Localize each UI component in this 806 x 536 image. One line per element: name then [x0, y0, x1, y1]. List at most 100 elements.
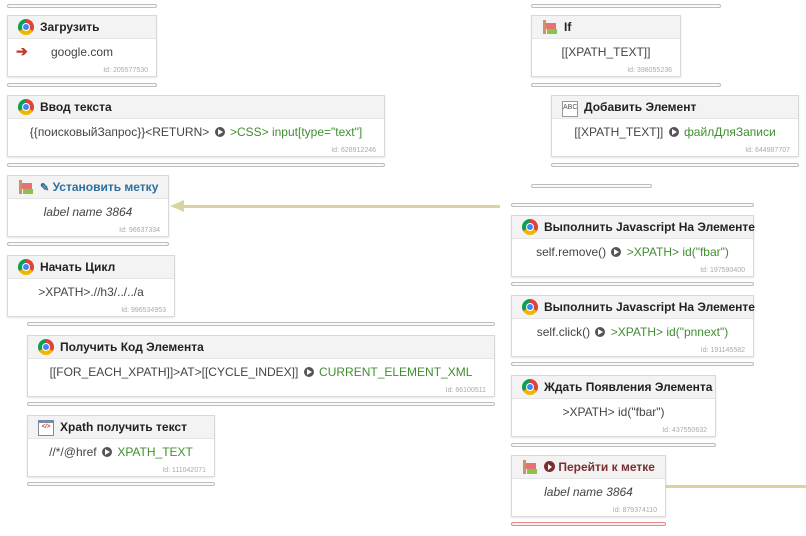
separator-bar — [531, 184, 652, 188]
block-title: Установить метку — [52, 180, 159, 194]
separator-bar — [7, 163, 385, 167]
block-target: >XPATH> id("fbar") — [626, 245, 729, 259]
block-xpathtext[interactable]: </> Xpath получить текст //*/@href XPATH… — [27, 415, 215, 477]
block-setlabel[interactable]: ✎ Установить метку label name 3864 Id: 9… — [7, 175, 169, 237]
goto-connector-line — [666, 485, 806, 488]
block-value: //*/@href — [49, 445, 97, 459]
block-content: [[XPATH_TEXT]] файлДляЗаписи — [552, 125, 798, 139]
block-value: [[XPATH_TEXT]] — [574, 125, 664, 139]
block-add-element[interactable]: ABC Добавить Элемент [[XPATH_TEXT]] файл… — [551, 95, 799, 157]
separator-bar — [531, 83, 721, 87]
block-id: Id: 66100511 — [445, 387, 486, 394]
block-content: //*/@href XPATH_TEXT — [28, 445, 214, 459]
block-title: Начать Цикл — [40, 260, 116, 274]
block-id: Id: 644987707 — [745, 147, 790, 154]
block-url: google.com — [50, 45, 114, 59]
separator-bar — [7, 4, 157, 8]
code-icon: </> — [38, 420, 54, 436]
chrome-icon — [522, 379, 538, 395]
block-content: self.click() >XPATH> id("pnnext") — [512, 325, 753, 339]
block-target: файлДляЗаписи — [683, 125, 776, 139]
chrome-icon — [522, 299, 538, 315]
separator-bar — [511, 362, 754, 366]
abc-icon: ABC — [562, 101, 578, 117]
arrow-circle-icon — [611, 247, 622, 257]
arrow-circle-icon — [595, 327, 606, 337]
block-title: Получить Код Элемента — [60, 340, 204, 354]
block-title: If — [564, 20, 572, 34]
separator-bar — [27, 322, 495, 326]
block-title: Ждать Появления Элемента — [544, 380, 713, 394]
block-goto[interactable]: Перейти к метке label name 3864 Id: 8793… — [511, 455, 666, 517]
block-xpath: >XPATH>.//h3/../../a — [38, 285, 144, 299]
block-content: self.remove() >XPATH> id("fbar") — [512, 245, 753, 259]
block-value: self.click() — [536, 325, 591, 339]
block-target: >CSS> input[type="text"] — [229, 125, 363, 139]
block-value: {{поисковыйЗапрос}}<RETURN> — [29, 125, 210, 139]
label-connector-arrowhead — [170, 200, 184, 212]
block-id: Id: 996534953 — [121, 307, 166, 314]
block-id: Id: 191145582 — [700, 347, 745, 354]
label-name: label name 3864 — [43, 205, 133, 219]
block-value: >XPATH> id("fbar") — [562, 405, 665, 419]
chrome-icon — [18, 99, 34, 115]
block-wait[interactable]: Ждать Появления Элемента >XPATH> id("fba… — [511, 375, 716, 437]
block-if[interactable]: If [[XPATH_TEXT]] Id: 398055236 — [531, 15, 681, 77]
block-target: CURRENT_ELEMENT_XML — [319, 365, 473, 379]
block-value: [[FOR_EACH_XPATH]]>AT>[[CYCLE_INDEX]] — [49, 365, 299, 379]
block-loop[interactable]: Начать Цикл >XPATH>.//h3/../../a Id: 996… — [7, 255, 175, 317]
block-title: Загрузить — [40, 20, 100, 34]
separator-bar — [511, 203, 754, 207]
block-id: Id: 879374110 — [612, 507, 657, 514]
separator-bar — [27, 482, 215, 486]
chrome-icon — [38, 339, 54, 355]
separator-bar — [511, 443, 716, 447]
block-id: Id: 628912246 — [331, 147, 376, 154]
chrome-icon — [18, 259, 34, 275]
block-title: Ввод текста — [40, 100, 112, 114]
block-id: Id: 205577530 — [103, 67, 148, 74]
flag-icon — [522, 459, 538, 475]
red-arrow-icon: ➔ — [16, 43, 28, 59]
block-title-wrap: Перейти к метке — [544, 460, 655, 474]
arrow-circle-icon — [303, 367, 314, 377]
arrow-circle-icon — [101, 447, 112, 457]
block-title-wrap: ✎ Установить метку — [40, 180, 158, 194]
block-title: Xpath получить текст — [60, 420, 187, 434]
block-title: Перейти к метке — [558, 460, 655, 474]
separator-bar — [27, 402, 495, 406]
arrow-circle-icon — [668, 127, 679, 137]
block-content: {{поисковыйЗапрос}}<RETURN> >CSS> input[… — [8, 125, 384, 139]
separator-bar — [7, 242, 169, 246]
block-getcode[interactable]: Получить Код Элемента [[FOR_EACH_XPATH]]… — [27, 335, 495, 397]
arrow-circle-icon — [214, 127, 225, 137]
block-id: Id: 437550632 — [662, 427, 707, 434]
block-load[interactable]: Загрузить ➔ google.com Id: 205577530 — [7, 15, 157, 77]
separator-bar — [531, 4, 721, 8]
separator-bar-error — [511, 522, 666, 526]
flag-icon — [18, 179, 34, 195]
block-title: Выполнить Javascript На Элементе — [544, 220, 755, 234]
flag-icon — [542, 19, 558, 35]
block-target: >XPATH> id("pnnext") — [610, 325, 729, 339]
separator-bar — [511, 282, 754, 286]
block-id: Id: 398055236 — [627, 67, 672, 74]
block-js-click[interactable]: Выполнить Javascript На Элементе self.cl… — [511, 295, 755, 357]
block-id: Id: 197590400 — [700, 267, 745, 274]
block-typing[interactable]: Ввод текста {{поисковыйЗапрос}}<RETURN> … — [7, 95, 385, 157]
block-value: self.remove() — [536, 245, 607, 259]
block-id: Id: 111042071 — [162, 467, 206, 474]
label-connector-line — [184, 205, 500, 208]
block-content: [[FOR_EACH_XPATH]]>AT>[[CYCLE_INDEX]] CU… — [28, 365, 494, 379]
label-name: label name 3864 — [544, 485, 633, 499]
block-js-remove[interactable]: Выполнить Javascript На Элементе self.re… — [511, 215, 755, 277]
block-value: [[XPATH_TEXT]] — [561, 45, 651, 59]
separator-bar — [7, 83, 157, 87]
block-id: Id: 96637334 — [119, 227, 160, 234]
block-title: Выполнить Javascript На Элементе — [544, 300, 755, 314]
separator-bar — [551, 163, 799, 167]
block-title: Добавить Элемент — [584, 100, 697, 114]
goto-icon — [544, 461, 555, 472]
tag-icon: ✎ — [40, 182, 50, 194]
chrome-icon — [18, 19, 34, 35]
